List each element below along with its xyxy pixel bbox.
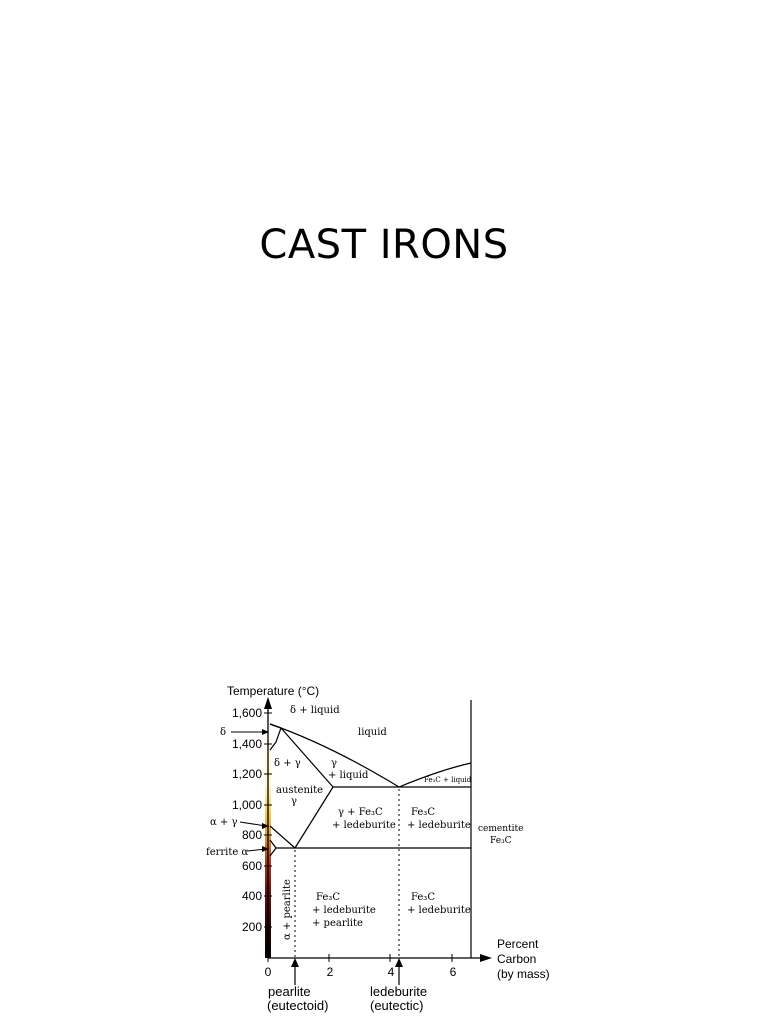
region-fe3c-ledeburite-pearlite: + pearlite xyxy=(312,918,363,929)
region-fe3c-ledeburite-lower: Fe₃C xyxy=(411,892,435,903)
pearlite-callout: (eutectoid) xyxy=(267,998,328,1013)
y-tick-label: 1,000 xyxy=(232,798,262,812)
region-austenite: austenite xyxy=(276,785,323,796)
y-axis-label: Temperature (°C) xyxy=(227,684,319,698)
arrow-head-icon xyxy=(262,729,269,735)
phase-boundaries xyxy=(269,700,472,958)
y-tick-label: 400 xyxy=(242,889,262,903)
y-tick-label: 1,600 xyxy=(232,706,262,720)
callout-arrows xyxy=(294,963,400,985)
y-tick-marks xyxy=(264,712,272,928)
pearlite-arrow-icon xyxy=(291,958,299,967)
region-fe3c-ledeburite-pearlite: + ledeburite xyxy=(312,905,376,916)
region-gamma-fe3c: + ledeburite xyxy=(332,820,396,831)
region-austenite: γ xyxy=(291,796,297,807)
ferrite-label: ferrite α xyxy=(206,847,248,858)
delta-label: δ xyxy=(220,727,226,738)
region-fe3c-ledeburite-upper: Fe₃C xyxy=(411,807,435,818)
slide-title: CAST IRONS xyxy=(259,222,509,268)
delta-region-boundary xyxy=(269,723,282,751)
liquidus-right xyxy=(398,762,472,788)
x-axis-label-line: (by mass) xyxy=(497,967,550,981)
alpha-gamma-label: α + γ xyxy=(210,817,237,828)
x-axis-label-line: Carbon xyxy=(497,952,536,966)
x-axis-arrow-icon xyxy=(480,954,492,962)
region-fe3c-ledeburite-pearlite: Fe₃C xyxy=(316,892,340,903)
region-liquid: liquid xyxy=(358,727,387,738)
a3-line xyxy=(269,825,296,849)
region-fe3c-liquid: Fe₃C + liquid xyxy=(424,776,472,784)
arrow-head-icon xyxy=(262,823,269,829)
region-gamma-liquid: γ xyxy=(331,758,337,769)
x-tick-label: 4 xyxy=(388,965,395,979)
region-cementite: Fe₃C xyxy=(490,836,512,846)
region-alpha-pearlite: α + pearlite xyxy=(282,879,293,940)
ledeburite-arrow-icon xyxy=(395,958,403,967)
region-fe3c-ledeburite-lower: + ledeburite xyxy=(407,905,471,916)
x-axis-label-line: Percent xyxy=(497,937,539,951)
dotted-guides xyxy=(294,789,400,957)
arrow-head-icon xyxy=(262,846,269,852)
y-tick-label: 1,400 xyxy=(232,737,262,751)
region-fe3c-ledeburite-upper: + ledeburite xyxy=(407,820,471,831)
x-tick-label: 6 xyxy=(450,965,457,979)
region-gamma-liquid: + liquid xyxy=(328,770,369,781)
y-tick-label: 600 xyxy=(242,859,262,873)
y-tick-label: 1,200 xyxy=(232,767,262,781)
region-delta-liquid: δ + liquid xyxy=(290,705,340,716)
region-gamma-fe3c: γ + Fe₃C xyxy=(338,807,383,818)
region-cementite: cementite xyxy=(478,824,523,834)
x-tick-label: 0 xyxy=(265,965,272,979)
ledeburite-callout: (eutectic) xyxy=(370,998,423,1013)
solidus-left xyxy=(280,727,334,788)
pearlite-callout: pearlite xyxy=(268,984,311,999)
y-tick-label: 200 xyxy=(242,920,262,934)
x-tick-marks xyxy=(267,954,453,962)
liquidus-left xyxy=(269,723,400,788)
y-axis-arrow-icon xyxy=(264,697,272,709)
y-tick-label: 800 xyxy=(242,828,262,842)
region-delta-gamma: δ + γ xyxy=(274,758,301,769)
ledeburite-callout: ledeburite xyxy=(370,984,427,999)
x-tick-label: 2 xyxy=(327,965,334,979)
acm-line xyxy=(294,786,334,849)
